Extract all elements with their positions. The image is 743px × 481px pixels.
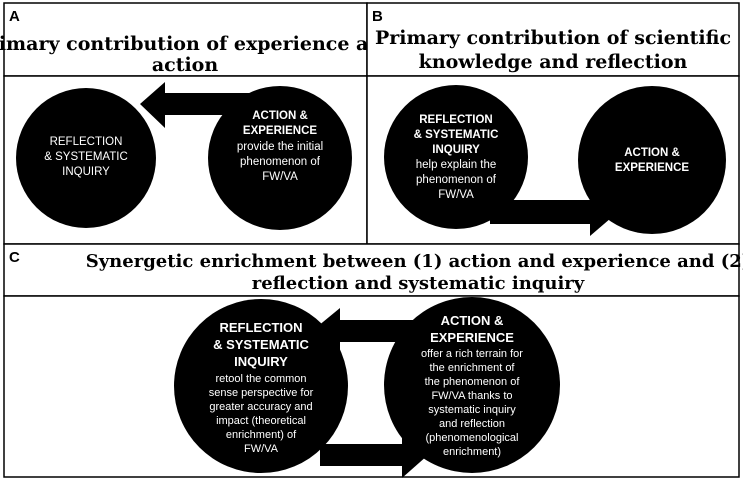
text-line: and reflection bbox=[439, 418, 505, 430]
text-line: systematic inquiry bbox=[428, 404, 516, 416]
text-line: INQUIRY bbox=[432, 144, 480, 156]
text-line: ACTION & bbox=[441, 313, 504, 328]
text-line: offer a rich terrain for bbox=[421, 348, 523, 360]
panel-b-title-line-1: Primary contribution of scientific bbox=[375, 27, 731, 49]
panel-c-title-line-2: reflection and systematic inquiry bbox=[252, 273, 585, 294]
text-line: greater accuracy and bbox=[209, 401, 312, 413]
panel-c-circle-reflection bbox=[174, 299, 348, 473]
panel-c-circle-action bbox=[384, 297, 560, 473]
text-line: INQUIRY bbox=[234, 354, 288, 369]
text-line: EXPERIENCE bbox=[430, 330, 514, 345]
text-line: FW/VA thanks to bbox=[431, 390, 512, 402]
panel-b-title-line-2: knowledge and reflection bbox=[419, 51, 688, 73]
panel-a: A Primary contribution of experience and… bbox=[0, 2, 395, 245]
panel-a-circle-action bbox=[208, 86, 352, 230]
panel-c: C Synergetic enrichment between (1) acti… bbox=[3, 243, 743, 478]
panel-c-letter: C bbox=[9, 249, 20, 266]
text-line: (phenomenological bbox=[426, 432, 519, 444]
text-line: sense perspective for bbox=[209, 387, 314, 399]
text-line: & SYSTEMATIC bbox=[213, 337, 309, 352]
text-line: & SYSTEMATIC bbox=[44, 151, 128, 163]
panel-a-circle-reflection bbox=[16, 88, 156, 228]
panel-b-circle-reflection bbox=[384, 85, 528, 229]
panel-a-action-label: ACTION & EXPERIENCE provide the initial … bbox=[237, 110, 323, 183]
text-line: provide the initial bbox=[237, 141, 323, 153]
text-line: the enrichment of bbox=[430, 362, 516, 374]
panel-b: B Primary contribution of scientific kno… bbox=[366, 2, 740, 245]
text-line: phenomenon of bbox=[416, 174, 497, 186]
text-line: retool the common bbox=[215, 373, 306, 385]
text-line: REFLECTION bbox=[50, 136, 123, 148]
text-line: REFLECTION bbox=[419, 114, 492, 126]
panel-c-arrow-bottom bbox=[320, 432, 428, 478]
text-line: INQUIRY bbox=[62, 166, 110, 178]
panel-a-arrow bbox=[140, 82, 260, 128]
text-line: the phenomenon of bbox=[425, 376, 521, 388]
panel-c-header-box bbox=[3, 243, 740, 297]
text-line: enrichment) bbox=[443, 446, 501, 458]
panel-a-header-box bbox=[3, 2, 368, 77]
text-line: help explain the bbox=[416, 159, 497, 171]
text-line: & SYSTEMATIC bbox=[414, 129, 499, 141]
text-line: FW/VA bbox=[438, 189, 474, 201]
panel-a-letter: A bbox=[9, 8, 20, 25]
panel-a-title-line-2: action bbox=[152, 54, 219, 76]
panel-b-action-label: ACTION & EXPERIENCE bbox=[615, 147, 689, 174]
panel-b-arrow bbox=[490, 187, 618, 236]
panel-a-reflection-label: REFLECTION & SYSTEMATIC INQUIRY bbox=[44, 136, 128, 178]
text-line: EXPERIENCE bbox=[243, 125, 317, 137]
text-line: enrichment) of bbox=[226, 429, 297, 441]
panel-c-title-line-1: Synergetic enrichment between (1) action… bbox=[86, 251, 743, 272]
panel-b-circle-action bbox=[578, 86, 726, 234]
panel-c-reflection-label: REFLECTION & SYSTEMATIC INQUIRY retool t… bbox=[209, 320, 314, 455]
text-line: FW/VA bbox=[262, 171, 298, 183]
panel-b-reflection-label: REFLECTION & SYSTEMATIC INQUIRY help exp… bbox=[414, 114, 499, 201]
panel-c-arrow-top bbox=[312, 308, 450, 355]
panel-b-letter: B bbox=[372, 8, 383, 25]
text-line: REFLECTION bbox=[219, 320, 302, 335]
text-line: EXPERIENCE bbox=[615, 162, 689, 174]
text-line: phenomenon of bbox=[240, 156, 321, 168]
text-line: FW/VA bbox=[244, 443, 279, 455]
text-line: ACTION & bbox=[252, 110, 308, 122]
text-line: impact (theoretical bbox=[216, 415, 306, 427]
text-line: ACTION & bbox=[624, 147, 680, 159]
panel-c-action-label: ACTION & EXPERIENCE offer a rich terrain… bbox=[421, 313, 523, 458]
panel-a-title-line-1: Primary contribution of experience and bbox=[0, 33, 395, 55]
